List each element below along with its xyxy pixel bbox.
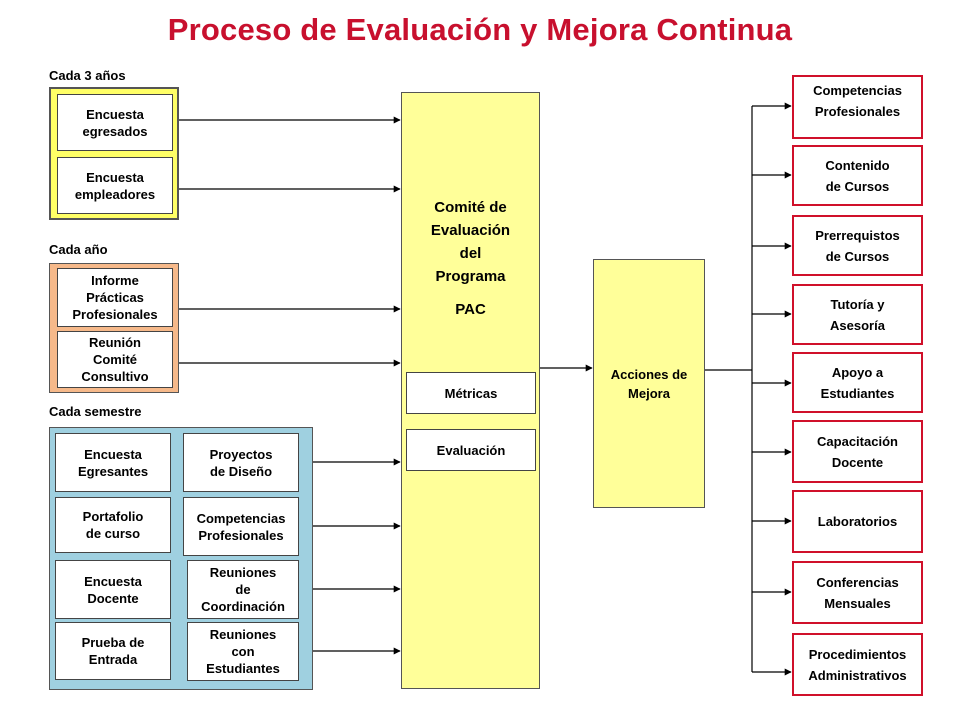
output-procedimientos-administrativos: Procedimientos Administrativos [792, 633, 923, 696]
committee-acronym: PAC [455, 301, 486, 318]
output-conferencias-mensuales: Conferencias Mensuales [792, 561, 923, 624]
input-competencias-profesionales: Competencias Profesionales [183, 497, 299, 556]
input-reunion-comite: Reunión Comité Consultivo [57, 331, 173, 388]
input-informe-practicas: Informe Prácticas Profesionales [57, 268, 173, 327]
committee-evaluacion-box: Evaluación [406, 429, 536, 471]
output-apoyo-estudiantes: Apoyo a Estudiantes [792, 352, 923, 413]
input-encuesta-docente: Encuesta Docente [55, 560, 171, 619]
group-label-every-3-years: Cada 3 años [49, 68, 126, 83]
output-competencias-profesionales: Competencias Profesionales [792, 75, 923, 139]
output-contenido-cursos: Contenido de Cursos [792, 145, 923, 206]
input-encuesta-egresados: Encuesta egresados [57, 94, 173, 151]
output-laboratorios: Laboratorios [792, 490, 923, 553]
input-portafolio-curso: Portafolio de curso [55, 497, 171, 553]
output-tutoria-asesoria: Tutoría y Asesoría [792, 284, 923, 345]
input-encuesta-empleadores: Encuesta empleadores [57, 157, 173, 214]
group-label-every-year: Cada año [49, 242, 108, 257]
committee-title: Comité de Evaluación del Programa [430, 199, 511, 285]
actions-panel: Acciones de Mejora [593, 259, 705, 508]
input-reuniones-coordinacion: Reuniones de Coordinación [187, 560, 299, 619]
input-encuesta-egresantes: Encuesta Egresantes [55, 433, 171, 492]
output-prerrequisitos-cursos: Prerrequistos de Cursos [792, 215, 923, 276]
input-proyectos-diseno: Proyectos de Diseño [183, 433, 299, 492]
input-reuniones-estudiantes: Reuniones con Estudiantes [187, 622, 299, 681]
input-prueba-entrada: Prueba de Entrada [55, 622, 171, 680]
output-capacitacion-docente: Capacitación Docente [792, 420, 923, 483]
committee-metricas-box: Métricas [406, 372, 536, 414]
group-label-every-semester: Cada semestre [49, 404, 142, 419]
diagram-title: Proceso de Evaluación y Mejora Continua [167, 12, 793, 47]
actions-label: Acciones de Mejora [610, 366, 688, 401]
